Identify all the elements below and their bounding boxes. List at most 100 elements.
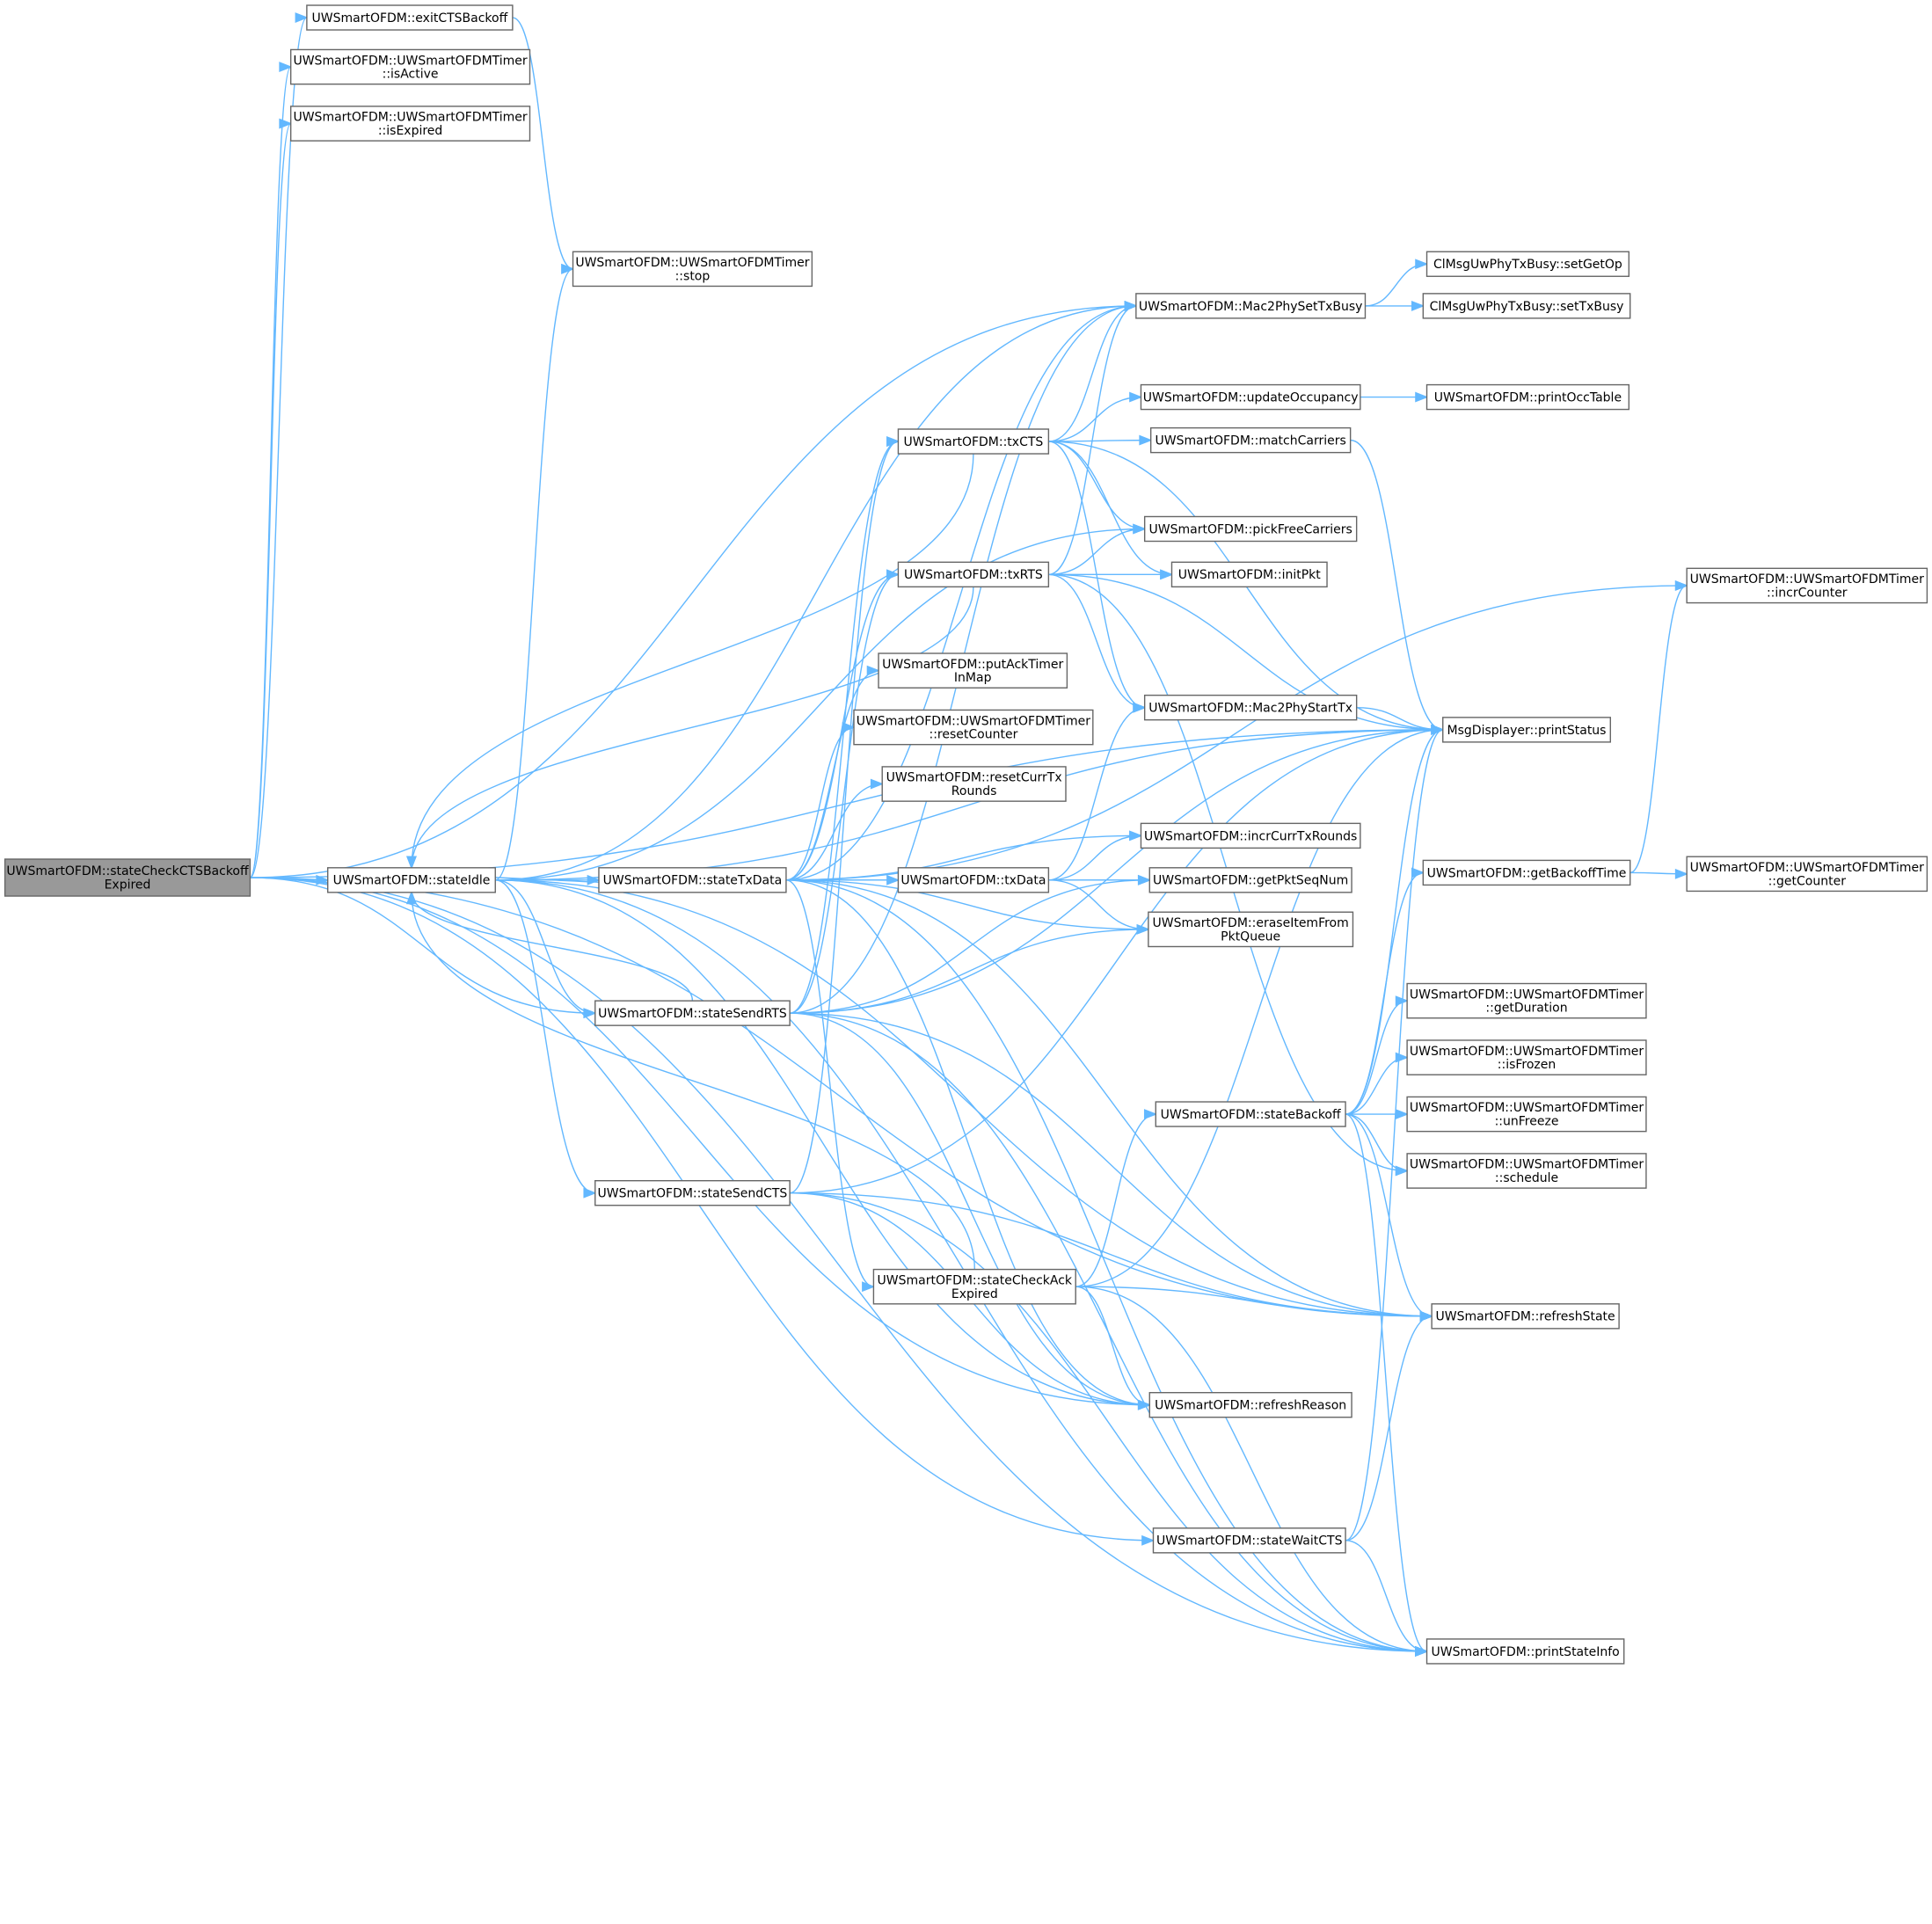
edge-state-check-ack-expired-to-print-status xyxy=(1075,729,1443,1287)
node-label: UWSmartOFDM::refreshReason xyxy=(1155,1399,1346,1413)
node-state-tx-data[interactable]: UWSmartOFDM::stateTxData xyxy=(598,867,787,893)
node-label: UWSmartOFDM::getPktSeqNum xyxy=(1153,874,1348,888)
node-label: UWSmartOFDM::exitCTSBackoff xyxy=(312,11,508,26)
arrowhead-icon xyxy=(866,665,880,676)
node-get-backoff-time[interactable]: UWSmartOFDM::getBackoffTime xyxy=(1422,859,1631,886)
node-set-get-op[interactable]: ClMsgUwPhyTxBusy::setGetOp xyxy=(1425,251,1630,277)
node-incr-curr-tx-rounds[interactable]: UWSmartOFDM::incrCurrTxRounds xyxy=(1140,822,1361,849)
arrowhead-icon xyxy=(1431,724,1445,735)
node-get-counter[interactable]: UWSmartOFDM::UWSmartOFDMTimer::getCounte… xyxy=(1686,856,1928,893)
node-reset-counter[interactable]: UWSmartOFDM::UWSmartOFDMTimer::resetCoun… xyxy=(853,709,1094,746)
node-label: UWSmartOFDM::eraseItemFrom xyxy=(1153,916,1349,930)
edge-tx-cts-to-update-occupancy xyxy=(1048,396,1141,442)
node-box xyxy=(1135,293,1367,319)
node-state-send-cts[interactable]: UWSmartOFDM::stateSendCTS xyxy=(594,1180,791,1206)
arrowhead-icon xyxy=(842,722,856,733)
node-tx-rts[interactable]: UWSmartOFDM::txRTS xyxy=(897,561,1050,588)
node-stop[interactable]: UWSmartOFDM::UWSmartOFDMTimer::stop xyxy=(572,251,813,288)
node-update-occupancy[interactable]: UWSmartOFDM::updateOccupancy xyxy=(1140,383,1361,411)
arrowhead-icon xyxy=(1129,830,1143,842)
edge-state-wait-cts-to-print-status xyxy=(1345,729,1443,1541)
node-state-wait-cts[interactable]: UWSmartOFDM::stateWaitCTS xyxy=(1152,1527,1346,1554)
edge-state-wait-cts-to-print-state-info xyxy=(1345,1540,1427,1652)
edge-state-send-rts-to-refresh-reason xyxy=(790,1012,1150,1406)
node-state-send-rts[interactable]: UWSmartOFDM::stateSendRTS xyxy=(594,1000,791,1026)
node-schedule[interactable]: UWSmartOFDM::UWSmartOFDMTimer::schedule xyxy=(1406,1153,1647,1189)
node-exit-ctsbackoff[interactable]: UWSmartOFDM::exitCTSBackoff xyxy=(306,4,514,31)
node-box xyxy=(289,48,531,85)
node-label: UWSmartOFDM::UWSmartOFDMTimer xyxy=(293,54,527,68)
node-box xyxy=(4,858,252,897)
node-refresh-state[interactable]: UWSmartOFDM::refreshState xyxy=(1431,1303,1620,1330)
node-label: UWSmartOFDM::pickFreeCarriers xyxy=(1149,522,1352,536)
node-pick-free-carriers[interactable]: UWSmartOFDM::pickFreeCarriers xyxy=(1143,515,1358,543)
node-print-occ-table[interactable]: UWSmartOFDM::printOccTable xyxy=(1425,383,1630,411)
edge-state-tx-data-to-refresh-reason xyxy=(785,879,1150,1406)
node-box xyxy=(1148,1392,1352,1418)
node-label: PktQueue xyxy=(1221,929,1280,944)
node-label: UWSmartOFDM::UWSmartOFDMTimer xyxy=(293,111,527,125)
edge-state-send-rts-to-print-status xyxy=(790,729,1443,1014)
edge-state-send-rts-to-state-idle xyxy=(411,892,694,1002)
node-label: Expired xyxy=(951,1287,998,1301)
edge-state-send-cts-to-print-state-info xyxy=(790,1192,1427,1652)
node-mac2-phy-start-tx[interactable]: UWSmartOFDM::Mac2PhyStartTx xyxy=(1143,694,1358,721)
node-label: UWSmartOFDM::UWSmartOFDMTimer xyxy=(575,256,809,270)
edge-mac2-phy-start-tx-to-print-status xyxy=(1356,706,1443,731)
arrowhead-icon xyxy=(583,1187,597,1199)
node-match-carriers[interactable]: UWSmartOFDM::matchCarriers xyxy=(1149,426,1352,454)
node-set-tx-busy[interactable]: ClMsgUwPhyTxBusy::setTxBusy xyxy=(1422,293,1631,319)
arrowhead-icon xyxy=(1160,569,1174,580)
node-label: UWSmartOFDM::incrCurrTxRounds xyxy=(1144,829,1357,843)
edge-tx-cts-to-pick-free-carriers xyxy=(1048,441,1145,530)
node-init-pkt[interactable]: UWSmartOFDM::initPkt xyxy=(1170,561,1328,588)
edge-root-to-is-expired xyxy=(249,122,292,878)
node-box xyxy=(1425,1638,1625,1665)
node-box xyxy=(1422,293,1631,319)
edge-root-to-refresh-reason xyxy=(250,877,1150,1406)
node-label: UWSmartOFDM::initPkt xyxy=(1178,568,1321,582)
arrowhead-icon xyxy=(1395,1165,1410,1177)
node-box xyxy=(1170,561,1328,588)
node-box xyxy=(598,867,787,893)
node-un-freeze[interactable]: UWSmartOFDM::UWSmartOFDMTimer::unFreeze xyxy=(1406,1096,1647,1133)
node-is-expired[interactable]: UWSmartOFDM::UWSmartOFDMTimer::isExpired xyxy=(289,106,531,142)
node-label: Rounds xyxy=(951,784,997,798)
node-tx-cts[interactable]: UWSmartOFDM::txCTS xyxy=(897,428,1050,455)
node-get-pkt-seq-num[interactable]: UWSmartOFDM::getPktSeqNum xyxy=(1148,867,1352,893)
node-label: UWSmartOFDM::printStateInfo xyxy=(1431,1645,1619,1659)
edge-mac2-phy-set-tx-busy-to-set-get-op xyxy=(1365,263,1427,307)
node-label: ::isActive xyxy=(383,68,439,82)
node-print-state-info[interactable]: UWSmartOFDM::printStateInfo xyxy=(1425,1638,1625,1665)
node-label: UWSmartOFDM::txData xyxy=(900,874,1046,888)
node-get-duration[interactable]: UWSmartOFDM::UWSmartOFDMTimer::getDurati… xyxy=(1406,982,1647,1019)
edge-root-to-refresh-state xyxy=(250,877,1433,1317)
node-tx-data[interactable]: UWSmartOFDM::txData xyxy=(897,867,1050,893)
node-refresh-reason[interactable]: UWSmartOFDM::refreshReason xyxy=(1148,1392,1352,1418)
node-is-active[interactable]: UWSmartOFDM::UWSmartOFDMTimer::isActive xyxy=(289,48,531,85)
edge-tx-cts-to-mac2-phy-set-tx-busy xyxy=(1048,305,1136,442)
node-box xyxy=(897,867,1050,893)
node-incr-counter[interactable]: UWSmartOFDM::UWSmartOFDMTimer::incrCount… xyxy=(1686,567,1928,604)
node-mac2-phy-set-tx-busy[interactable]: UWSmartOFDM::Mac2PhySetTxBusy xyxy=(1135,293,1367,319)
node-label: UWSmartOFDM::stateIdle xyxy=(333,874,491,888)
node-box xyxy=(881,766,1067,802)
node-is-frozen[interactable]: UWSmartOFDM::UWSmartOFDMTimer::isFrozen xyxy=(1406,1039,1647,1075)
node-box xyxy=(1406,1153,1647,1189)
node-state-backoff[interactable]: UWSmartOFDM::stateBackoff xyxy=(1155,1101,1346,1127)
node-label: ::schedule xyxy=(1495,1171,1558,1185)
edge-state-send-rts-to-tx-cts xyxy=(790,441,899,1014)
node-print-status[interactable]: MsgDisplayer::printStatus xyxy=(1442,717,1612,743)
node-label: UWSmartOFDM::Mac2PhySetTxBusy xyxy=(1139,300,1363,314)
node-box xyxy=(1406,1039,1647,1075)
node-state-idle[interactable]: UWSmartOFDM::stateIdle xyxy=(327,867,496,893)
arrowhead-icon xyxy=(1411,300,1425,311)
edge-state-tx-data-to-incr-counter xyxy=(785,585,1688,881)
arrowhead-icon xyxy=(1395,995,1410,1007)
nodes-layer: UWSmartOFDM::stateCheckCTSBackoffExpired… xyxy=(4,4,1928,1665)
edge-state-tx-data-to-reset-curr-tx-rounds xyxy=(785,783,883,881)
